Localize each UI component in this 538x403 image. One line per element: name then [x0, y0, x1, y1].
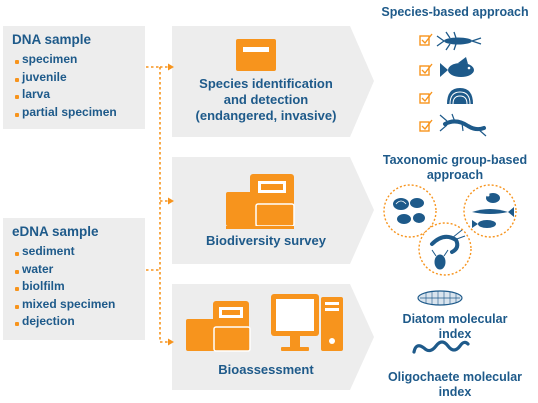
edna-sample-title: eDNA sample	[12, 224, 99, 239]
connector-arrows	[160, 63, 174, 346]
step-label-line: Species identification	[199, 76, 333, 91]
species-approach-title: Species-based approach	[381, 5, 529, 19]
dna-sample-list: specimen juvenile larva partial specimen	[15, 51, 117, 121]
title-line: Taxonomic group-based	[382, 153, 528, 167]
list-item: larva	[15, 86, 117, 104]
connector-lines	[146, 66, 161, 342]
step-label-line: (endangered, invasive)	[195, 108, 337, 123]
fish-icon	[440, 57, 474, 77]
step-label-biodiversity: Biodiversity survey	[206, 233, 326, 248]
list-item: water	[15, 261, 115, 279]
list-item: mixed specimen	[15, 296, 115, 314]
sequencer-icon	[226, 174, 295, 229]
dna-sample-title: DNA sample	[12, 32, 92, 47]
step-label-line: and detection	[223, 92, 309, 107]
list-item: dejection	[15, 313, 115, 331]
computer-icon	[271, 294, 343, 351]
list-item: biolfilm	[15, 278, 115, 296]
list-item: partial specimen	[15, 104, 117, 122]
list-item: juvenile	[15, 69, 117, 87]
vertebrates-icon	[472, 193, 514, 228]
oligochaete-icon	[412, 340, 470, 354]
title-line: approach	[426, 168, 484, 182]
lab-instrument-icon	[186, 301, 251, 352]
title-line: Oligochaete molecular	[387, 370, 523, 384]
species-checklist	[419, 33, 433, 132]
dna-sample-panel: DNA sample specimen juvenile larva parti…	[3, 26, 145, 129]
edna-sample-list: sediment water biolfilm mixed specimen d…	[15, 243, 115, 331]
diatom-index-title: Diatom molecular index	[372, 312, 538, 342]
step-label-identification: Species identification and detection (en…	[178, 76, 354, 124]
list-item: sediment	[15, 243, 115, 261]
edna-sample-panel: eDNA sample sediment water biolfilm mixe…	[3, 218, 145, 340]
diatom-icon	[417, 290, 463, 306]
title-line: index	[438, 327, 472, 341]
taxonomic-approach-title: Taxonomic group-based approach	[372, 153, 538, 183]
mussel-icon	[447, 88, 473, 105]
insect-larva-icon	[439, 113, 487, 137]
shells-icon	[393, 198, 425, 224]
title-line: index	[438, 385, 472, 399]
shrimp-icon	[430, 229, 466, 270]
crayfish-icon	[436, 31, 482, 51]
step-label-bioassessment: Bioassessment	[218, 362, 314, 377]
step-panel-identification	[172, 26, 374, 137]
oligochaete-index-title: Oligochaete molecular index	[372, 370, 538, 400]
title-line: Diatom molecular	[402, 312, 508, 326]
id-card-icon	[236, 39, 276, 71]
list-item: specimen	[15, 51, 117, 69]
